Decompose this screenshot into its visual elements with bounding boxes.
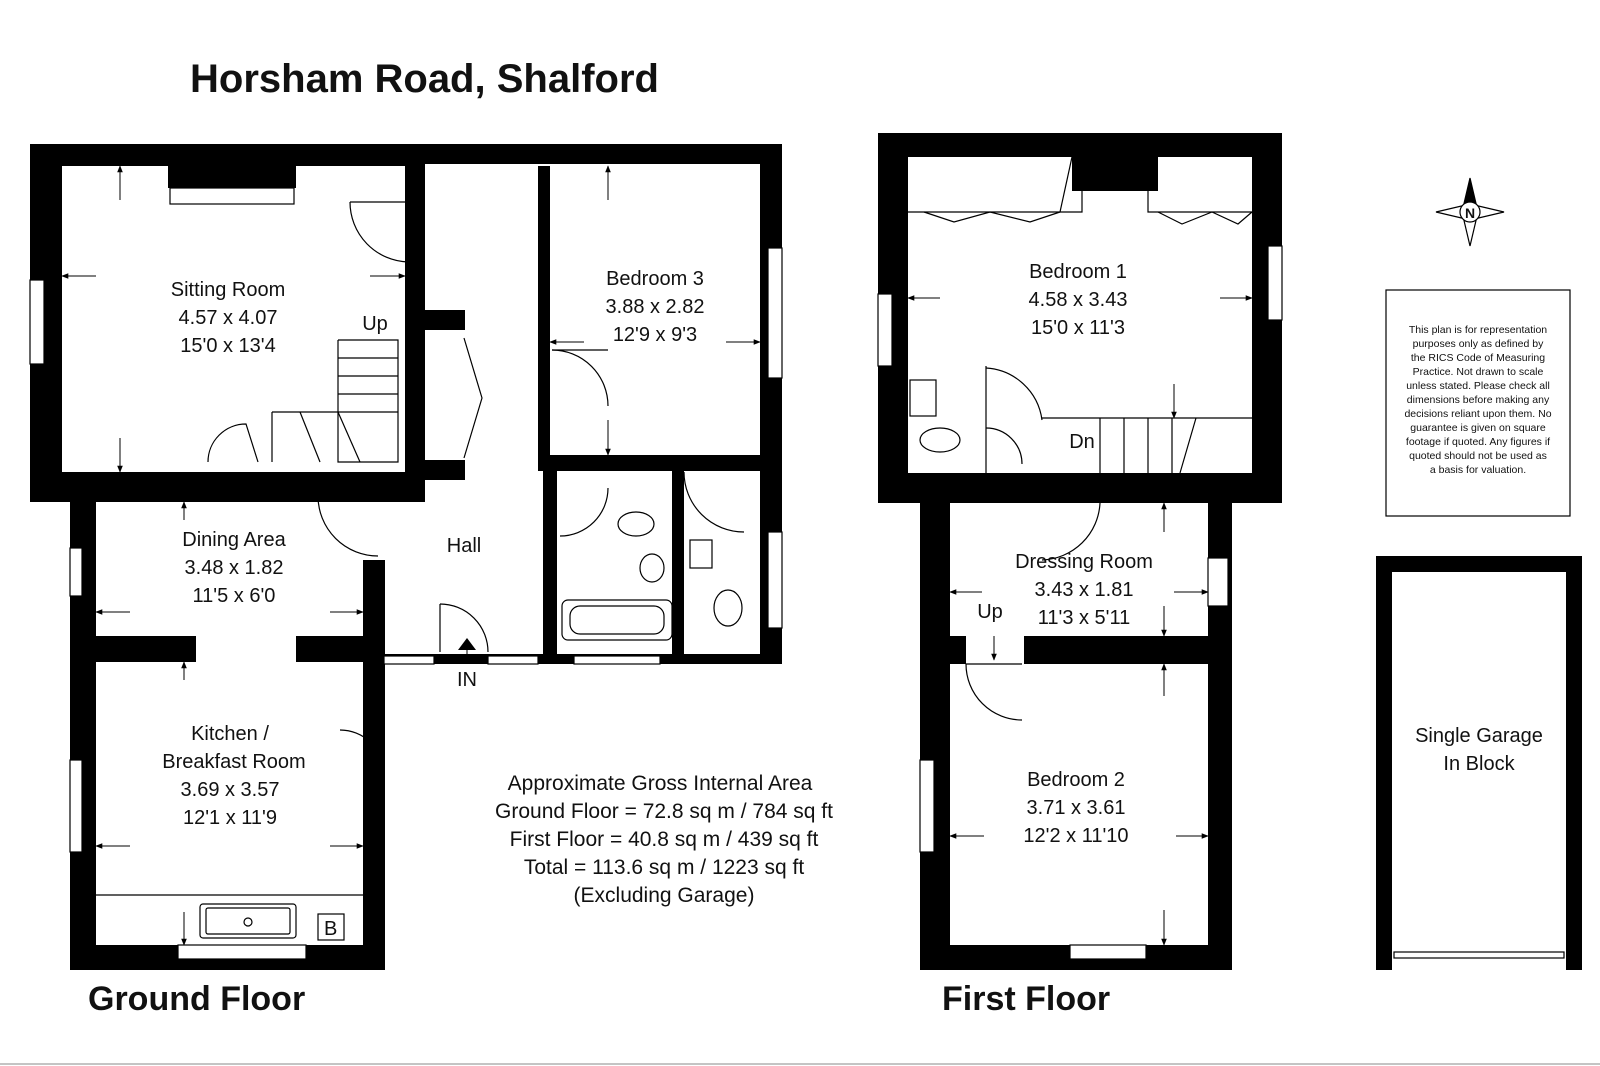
bedroom3-metric: 3.88 x 2.82 [606, 296, 705, 318]
bedroom1-imperial: 15'0 x 11'3 [1031, 317, 1125, 339]
disclaimer-line: guarantee is given on square [1410, 422, 1546, 434]
garage-label-line1: Single Garage [1415, 725, 1543, 747]
first-floor-plan [877, 133, 1283, 970]
area-note: (Excluding Garage) [574, 884, 755, 907]
up-ground-label: Up [362, 313, 388, 335]
kitchen-label-line2: Breakfast Room [162, 751, 305, 773]
up-first-label: Up [977, 601, 1003, 623]
dressing-room-label: Dressing Room [1015, 551, 1153, 573]
area-heading: Approximate Gross Internal Area [508, 772, 813, 795]
garage-plan [1376, 556, 1582, 970]
disclaimer-line: Practice. Not drawn to scale [1413, 366, 1544, 378]
north-label: N [1465, 205, 1475, 221]
area-total: Total = 113.6 sq m / 1223 sq ft [524, 856, 805, 879]
disclaimer-line: a basis for valuation. [1430, 464, 1526, 476]
disclaimer-line: purposes only as defined by [1413, 338, 1545, 350]
ground-floor-label: Ground Floor [88, 980, 305, 1018]
disclaimer-line: footage if quoted. Any figures if [1406, 436, 1550, 448]
ground-floor-plan: B [29, 144, 783, 970]
dimension-arrows [61, 165, 1253, 946]
kitchen-label-line1: Kitchen / [191, 723, 269, 745]
disclaimer-line: decisions reliant upon them. No [1404, 408, 1551, 420]
disclaimer-line: quoted should not be used as [1409, 450, 1547, 462]
bedroom3-imperial: 12'9 x 9'3 [613, 324, 697, 346]
bedroom1-metric: 4.58 x 3.43 [1029, 289, 1128, 311]
bedroom2-imperial: 12'2 x 11'10 [1023, 825, 1128, 847]
area-first: First Floor = 40.8 sq m / 439 sq ft [510, 828, 819, 851]
disclaimer-box [1385, 289, 1571, 517]
dining-area-label: Dining Area [182, 529, 286, 551]
dining-area-imperial: 11'5 x 6'0 [193, 585, 276, 607]
first-floor-label: First Floor [942, 980, 1110, 1018]
dining-area-metric: 3.48 x 1.82 [185, 557, 284, 579]
sitting-room-metric: 4.57 x 4.07 [179, 307, 278, 329]
kitchen-imperial: 12'1 x 11'9 [183, 807, 277, 829]
disclaimer-line: unless stated. Please check all [1406, 380, 1550, 392]
disclaimer-line: dimensions before making any [1407, 394, 1550, 406]
bedroom1-label: Bedroom 1 [1029, 261, 1127, 283]
hall-label: Hall [447, 535, 481, 557]
garage-label-line2: In Block [1443, 753, 1515, 775]
sitting-room-label: Sitting Room [171, 279, 286, 301]
dressing-room-metric: 3.43 x 1.81 [1035, 579, 1134, 601]
bedroom3-label: Bedroom 3 [606, 268, 704, 290]
disclaimer-line: the RICS Code of Measuring [1411, 352, 1545, 364]
north-compass-icon: N [1435, 177, 1505, 247]
area-ground: Ground Floor = 72.8 sq m / 784 sq ft [495, 800, 833, 823]
disclaimer-line: This plan is for representation [1409, 324, 1547, 336]
bedroom2-label: Bedroom 2 [1027, 769, 1125, 791]
kitchen-metric: 3.69 x 3.57 [181, 779, 280, 801]
plan-title: Horsham Road, Shalford [190, 57, 659, 101]
sitting-room-imperial: 15'0 x 13'4 [180, 335, 276, 357]
dn-label: Dn [1069, 431, 1095, 453]
dressing-room-imperial: 11'3 x 5'11 [1038, 607, 1131, 629]
boiler-label: B [324, 918, 337, 940]
in-label: IN [457, 669, 477, 691]
bedroom2-metric: 3.71 x 3.61 [1027, 797, 1126, 819]
